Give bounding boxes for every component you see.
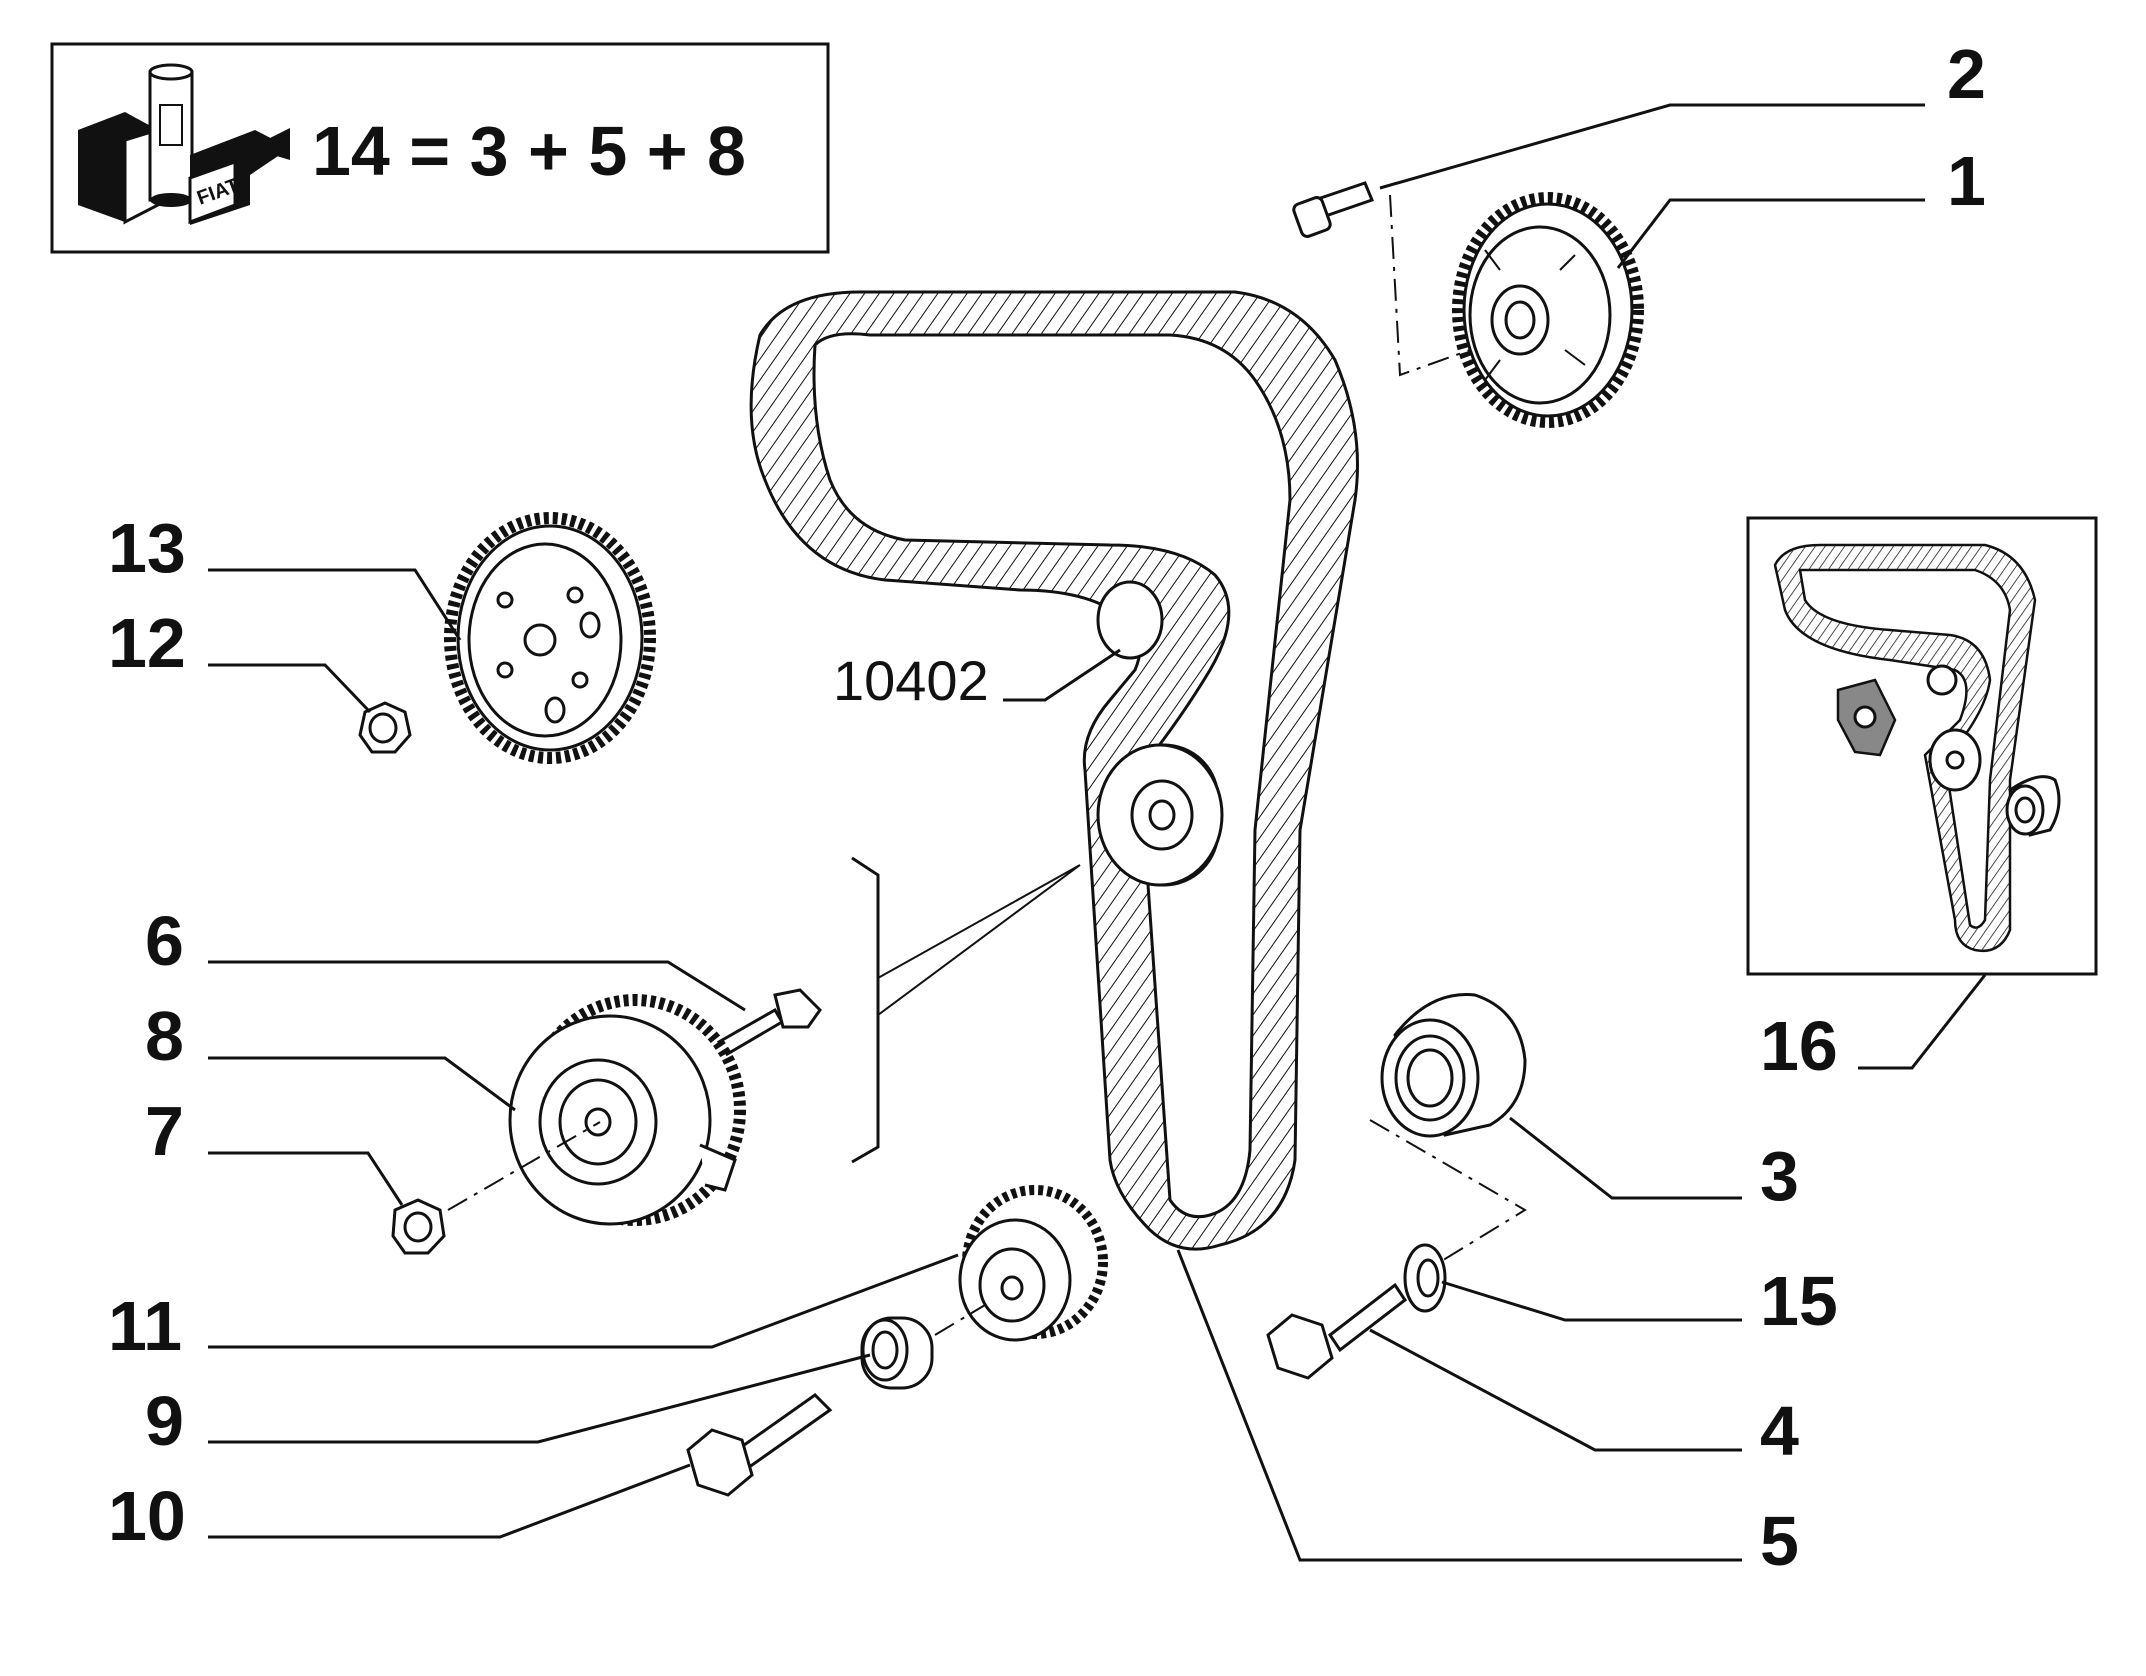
leader-1 xyxy=(1616,198,1925,269)
callout-12: 12 xyxy=(108,604,186,682)
kit-boxes-icon: FIAT xyxy=(78,63,290,225)
kit-bracket xyxy=(851,856,880,1164)
tensioner-nut xyxy=(391,1198,446,1255)
timing-belt xyxy=(749,290,1359,1251)
callout-15: 15 xyxy=(1760,1262,1838,1340)
camshaft-pulley xyxy=(1452,192,1644,428)
guide-roller xyxy=(1380,993,1527,1138)
roller-washer xyxy=(1403,1243,1447,1313)
callout-4: 4 xyxy=(1760,1392,1799,1470)
leader-4 xyxy=(1369,1328,1742,1452)
axis-line-9 xyxy=(934,1304,986,1336)
leader-15 xyxy=(1441,1280,1742,1322)
callout-5: 5 xyxy=(1760,1502,1799,1580)
leader-11 xyxy=(208,1253,959,1349)
axis-line-3 xyxy=(1369,1119,1527,1263)
callout-16: 16 xyxy=(1760,1007,1838,1085)
leader-5 xyxy=(1176,1249,1742,1562)
leader-7 xyxy=(208,1151,404,1206)
idler-spacer xyxy=(860,1316,934,1390)
leader-10 xyxy=(208,1463,691,1539)
callout-2: 2 xyxy=(1947,35,1986,113)
leader-9 xyxy=(208,1353,871,1444)
roller-bolt xyxy=(1266,1282,1408,1380)
leader-13 xyxy=(208,568,462,641)
idler-bolt xyxy=(686,1393,833,1497)
callout-11: 11 xyxy=(108,1287,182,1365)
leader-6 xyxy=(208,960,746,1012)
belt-idler-small xyxy=(1096,580,1164,660)
camshaft-bolt xyxy=(1292,181,1374,238)
kit-pointer xyxy=(877,864,1081,1016)
leader-2 xyxy=(1379,103,1925,190)
callout-13: 13 xyxy=(108,509,186,587)
callout-10: 10 xyxy=(108,1477,186,1555)
kit-legend-box: FIAT 14 = 3 + 5 + 8 xyxy=(50,42,830,254)
leader-ref xyxy=(1003,648,1121,702)
callout-8: 8 xyxy=(145,997,184,1075)
callout-9: 9 xyxy=(145,1382,184,1460)
callout-1: 1 xyxy=(1947,142,1986,220)
leader-16 xyxy=(1858,974,1987,1070)
tensioner-pulley xyxy=(508,994,746,1226)
axis-line-7 xyxy=(447,1121,601,1211)
belt-tensioner-pulley xyxy=(1096,743,1224,887)
leader-12 xyxy=(208,663,372,714)
crankshaft-gear xyxy=(444,512,656,764)
complete-kit-inset xyxy=(1746,516,2098,976)
crankshaft-nut xyxy=(358,701,412,754)
leader-8 xyxy=(208,1056,516,1112)
leader-lines xyxy=(208,103,1987,1562)
axis-line-1 xyxy=(1389,194,1471,377)
callout-6: 6 xyxy=(145,902,184,980)
leader-3 xyxy=(1509,1116,1742,1200)
kit-formula: 14 = 3 + 5 + 8 xyxy=(312,112,746,190)
callout-7: 7 xyxy=(145,1092,184,1170)
idler-pulley xyxy=(958,1185,1108,1342)
reference-code: 10402 xyxy=(833,649,989,712)
callout-3: 3 xyxy=(1760,1137,1799,1215)
